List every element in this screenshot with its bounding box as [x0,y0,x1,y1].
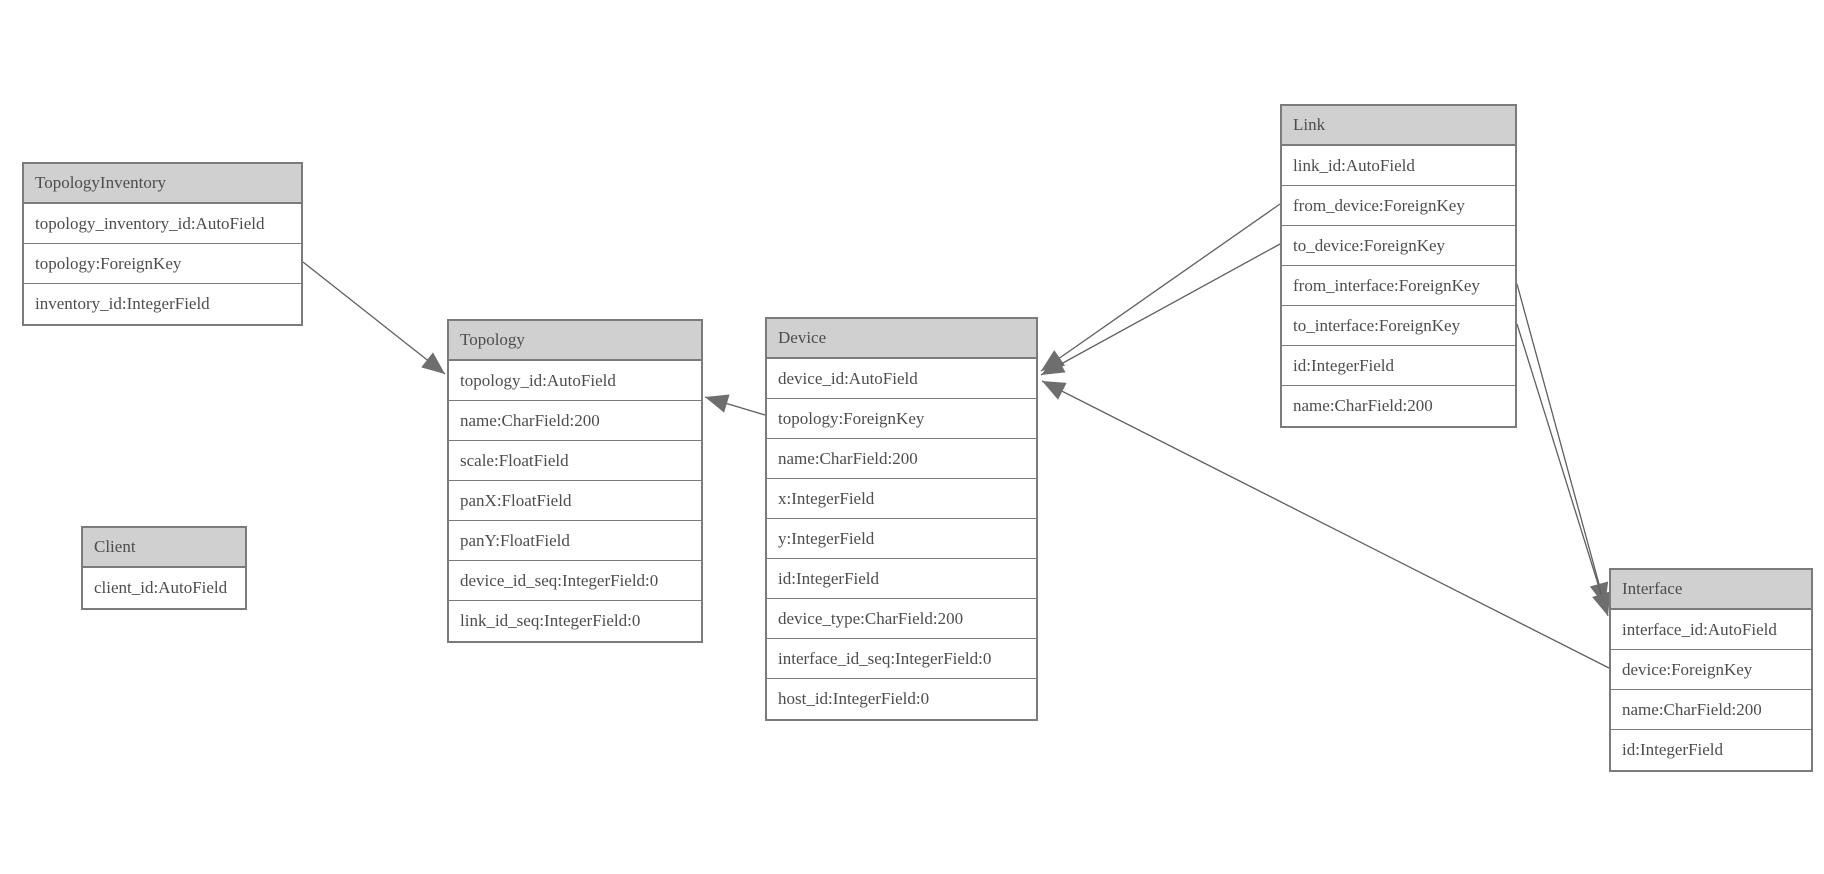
entity-header: TopologyInventory [24,164,301,204]
entity-field-row: id:IntegerField [1611,730,1811,770]
entity-field-row: inventory_id:IntegerField [24,284,301,324]
entity-header: Topology [449,321,701,361]
entity-client: Client client_id:AutoField [81,526,247,610]
entity-field-row: name:CharField:200 [767,439,1036,479]
entity-field-row: device_id:AutoField [767,359,1036,399]
entity-field-row: client_id:AutoField [83,568,245,608]
entity-header: Link [1282,106,1515,146]
entity-field-row: y:IntegerField [767,519,1036,559]
entity-field-row: name:CharField:200 [1282,386,1515,426]
entity-field-row: panY:FloatField [449,521,701,561]
entity-field-row: to_device:ForeignKey [1282,226,1515,266]
relation-line-link-fromdevice-device [1040,203,1281,372]
entity-field-row: interface_id:AutoField [1611,610,1811,650]
entity-field-row: topology:ForeignKey [767,399,1036,439]
entity-interface: Interface interface_id:AutoField device:… [1609,568,1813,772]
entity-header: Device [767,319,1036,359]
entity-header: Interface [1611,570,1811,610]
entity-field-row: name:CharField:200 [1611,690,1811,730]
entity-field-row: host_id:IntegerField:0 [767,679,1036,719]
entity-field-row: device:ForeignKey [1611,650,1811,690]
relation-line-topologyinventory-topology [302,261,446,375]
entity-field-row: link_id_seq:IntegerField:0 [449,601,701,641]
entity-field-row: topology:ForeignKey [24,244,301,284]
entity-topologyinventory: TopologyInventory topology_inventory_id:… [22,162,303,326]
relation-line-device-topology [704,394,766,416]
relation-line-interface-device [1041,380,1610,669]
entity-topology: Topology topology_id:AutoField name:Char… [447,319,703,643]
entity-field-row: id:IntegerField [767,559,1036,599]
relation-line-link-frominterface-interface [1516,283,1609,607]
entity-field-row: from_interface:ForeignKey [1282,266,1515,306]
entity-link: Link link_id:AutoField from_device:Forei… [1280,104,1517,428]
entity-field-row: device_type:CharField:200 [767,599,1036,639]
entity-field-row: scale:FloatField [449,441,701,481]
entity-field-row: x:IntegerField [767,479,1036,519]
entity-field-row: topology_inventory_id:AutoField [24,204,301,244]
relation-line-link-todevice-device [1040,243,1281,376]
entity-device: Device device_id:AutoField topology:Fore… [765,317,1038,721]
relation-line-link-tointerface-interface [1516,323,1611,617]
entity-field-row: device_id_seq:IntegerField:0 [449,561,701,601]
entity-field-row: link_id:AutoField [1282,146,1515,186]
entity-field-row: panX:FloatField [449,481,701,521]
entity-header: Client [83,528,245,568]
entity-field-row: topology_id:AutoField [449,361,701,401]
entity-field-row: name:CharField:200 [449,401,701,441]
entity-field-row: from_device:ForeignKey [1282,186,1515,226]
entity-field-row: id:IntegerField [1282,346,1515,386]
entity-field-row: to_interface:ForeignKey [1282,306,1515,346]
entity-field-row: interface_id_seq:IntegerField:0 [767,639,1036,679]
